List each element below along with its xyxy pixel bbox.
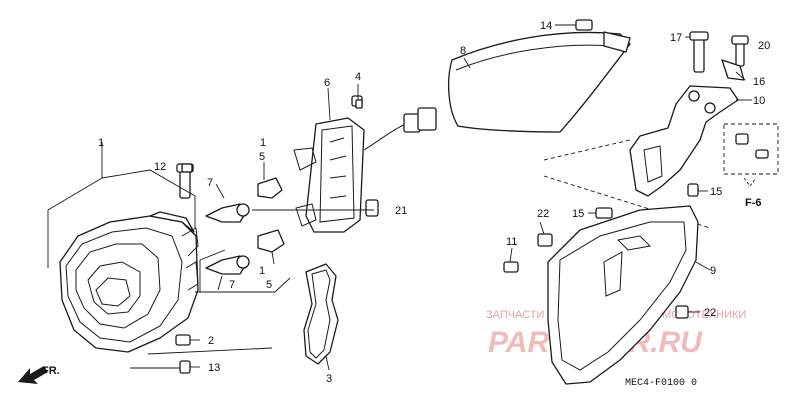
callout-22: 22 [537,208,549,220]
callout-8: 8 [460,45,466,57]
diagram-code: MEC4-F0100 0 [625,378,697,389]
callout-9: 9 [710,265,716,277]
callout-4: 4 [355,71,361,83]
f6-reference-box: F-6 [723,123,779,209]
callout-22: 22 [704,307,716,319]
callout-3: 3 [326,373,332,385]
bulbs-sockets [205,177,285,275]
callout-11: 11 [506,236,517,248]
wiring-harness [293,95,437,233]
callout-14: 14 [540,20,552,32]
guide-lines [543,139,711,229]
callout-1: 1 [98,137,104,149]
headlight-gasket [303,263,339,365]
callout-1: 1 [259,265,265,277]
callout-frame [47,142,291,369]
headlight-assembly [59,163,199,374]
callout-7: 7 [229,279,235,291]
hardware-bolts [181,99,363,173]
callout-7: 7 [207,177,213,189]
callout-numbers: 1 1 1 2 3 4 5 5 6 7 7 8 9 10 11 12 13 14… [98,20,770,385]
callout-1: 1 [260,137,266,149]
callout-10: 10 [753,95,765,107]
callout-17: 17 [670,32,682,44]
callout-20: 20 [758,40,770,52]
callout-15: 15 [572,208,584,220]
fr-label: FR. [42,365,60,377]
callout-13: 13 [208,362,220,374]
callout-16: 16 [753,76,765,88]
callout-5: 5 [266,279,272,291]
callout-5: 5 [259,151,265,163]
lower-cowl [503,183,699,385]
mounting-stay [575,19,749,197]
front-direction-arrow: FR. [18,365,60,384]
callout-21: 21 [395,205,407,217]
callout-6: 6 [324,77,330,89]
callout-15: 15 [710,186,722,198]
callout-12: 12 [154,161,166,173]
meter-visor [448,31,631,133]
callout-2: 2 [208,335,214,347]
ref-label: F-6 [745,197,762,209]
